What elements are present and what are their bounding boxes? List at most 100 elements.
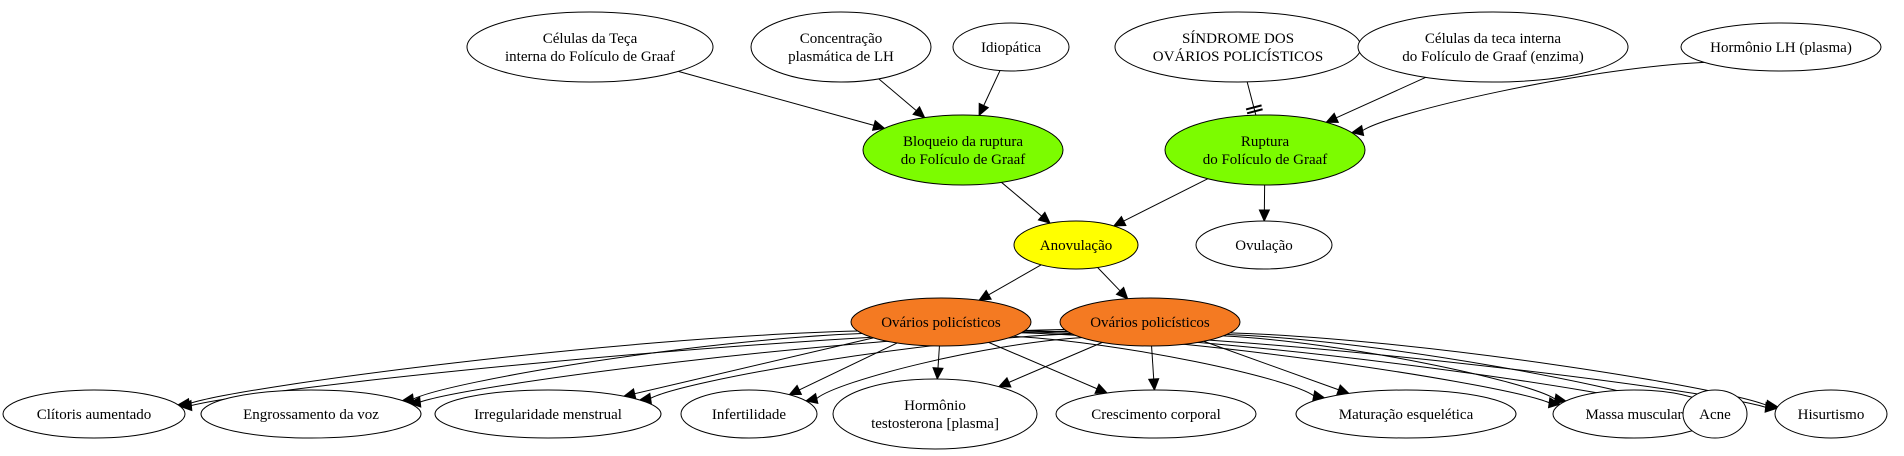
node-acne: Acne — [1682, 389, 1748, 439]
node-infertilidade: Infertilidade — [680, 389, 818, 439]
edge-bloqueio-to-anovulacao — [1001, 181, 1051, 224]
arrowhead-icon — [912, 105, 926, 119]
node-label: Hisurtismo — [1798, 407, 1865, 423]
arrowhead-icon — [1325, 112, 1340, 123]
edge-line — [799, 342, 898, 391]
node-label: Ruptura — [1241, 134, 1290, 150]
node-anovulacao: Anovulação — [1013, 220, 1139, 270]
edge-sindrome-to-ruptura — [1245, 81, 1263, 116]
arrowhead-icon — [804, 392, 819, 404]
edge-line — [988, 264, 1042, 296]
node-label: Massa muscular — [1585, 407, 1682, 423]
node-ellipse — [832, 378, 1038, 450]
arrowhead-icon — [788, 384, 803, 396]
node-label: Bloqueio da ruptura — [903, 134, 1023, 150]
node-label: SÍNDROME DOS — [1182, 30, 1294, 47]
node-voz: Engrossamento da voz — [200, 389, 422, 439]
edge-line — [983, 70, 1001, 106]
edge-line — [188, 330, 858, 405]
arrowhead-icon — [1037, 211, 1051, 224]
edge-line — [1246, 81, 1257, 116]
node-ellipse — [680, 389, 818, 439]
node-hirsutismo: Hisurtismo — [1774, 389, 1888, 439]
arrowhead-icon — [997, 376, 1012, 388]
arrowhead-icon — [1258, 209, 1271, 223]
node-label: Crescimento corporal — [1091, 407, 1221, 423]
arrowhead-icon — [408, 396, 422, 408]
edge-line — [1336, 76, 1427, 119]
node-ellipse — [1195, 220, 1333, 270]
node-label: Anovulação — [1040, 238, 1112, 254]
edge-line — [413, 333, 863, 400]
node-label: plasmática de LH — [788, 49, 894, 65]
node-ellipse — [1114, 11, 1362, 83]
node-ellipse — [850, 297, 1032, 347]
edge-concentracao_lh-to-bloqueio — [878, 78, 926, 119]
edge-ovarios1-to-infertilidade — [788, 342, 898, 396]
edge-ovarios1-to-crescimento — [988, 341, 1109, 394]
edge-ruptura-to-ovulacao — [1258, 184, 1271, 223]
node-label: interna do Folículo de Graaf — [505, 49, 675, 65]
edge-ruptura-to-anovulacao — [1112, 178, 1209, 227]
edge-line — [1001, 181, 1042, 217]
node-label: Concentração — [800, 31, 882, 47]
node-label: do Folículo de Graaf — [901, 152, 1026, 168]
node-hormonio_lh: Hormônio LH (plasma) — [1680, 22, 1882, 72]
edge-ovarios1-to-irregularidade — [622, 337, 874, 400]
edge-line — [988, 341, 1098, 390]
node-label: Células da teca interna — [1425, 31, 1562, 47]
edge-line — [1151, 345, 1155, 380]
edge-line — [1013, 335, 1315, 397]
node-ellipse — [952, 22, 1070, 72]
tee-bar-icon — [1245, 104, 1262, 111]
node-ellipse — [862, 114, 1064, 186]
edge-anovulacao-to-ovarios2 — [1097, 267, 1129, 300]
node-ellipse — [750, 11, 932, 83]
node-ellipse — [2, 389, 186, 439]
edge-line — [678, 70, 875, 126]
arrowhead-icon — [978, 102, 990, 117]
node-ellipse — [1013, 220, 1139, 270]
edge-ovarios1-to-testosterona — [932, 345, 944, 381]
node-label: Maturação esquelética — [1339, 407, 1474, 423]
node-label: Hormônio LH (plasma) — [1710, 40, 1852, 56]
node-label: Hormônio — [904, 398, 966, 414]
arrowhead-icon — [179, 399, 193, 412]
node-label: Engrossamento da voz — [243, 407, 379, 423]
node-label: Acne — [1699, 407, 1731, 423]
arrowhead-icon — [1765, 399, 1779, 411]
node-ellipse — [1164, 114, 1366, 186]
arrowhead-icon — [1112, 215, 1127, 227]
node-ellipse — [1774, 389, 1888, 439]
node-label: Ovários policísticos — [881, 315, 1001, 331]
node-ovarios2: Ovários policísticos — [1059, 297, 1241, 347]
edge-line — [1123, 178, 1209, 222]
edge-line — [1203, 340, 1339, 391]
arrowhead-icon — [932, 367, 944, 381]
edge-anovulacao-to-ovarios1 — [978, 264, 1042, 301]
edge-line — [1008, 341, 1103, 383]
node-ellipse — [1055, 389, 1257, 439]
node-label: Irregularidade menstrual — [474, 407, 622, 423]
edge-ovarios2-to-massa — [1223, 335, 1568, 405]
node-label: do Folículo de Graaf — [1203, 152, 1328, 168]
node-label: Idiopática — [981, 40, 1041, 56]
node-label: Infertilidade — [712, 407, 786, 423]
edge-celulas_teca-to-bloqueio — [678, 70, 886, 131]
edge-line — [1223, 335, 1556, 400]
tee-bar-icon — [1246, 108, 1263, 115]
node-irregularidade: Irregularidade menstrual — [434, 389, 662, 439]
node-ellipse — [1357, 11, 1629, 83]
edge-line — [878, 78, 917, 111]
node-label: OVÁRIOS POLICÍSTICOS — [1153, 48, 1323, 65]
edge-hormonio_lh-to-ruptura — [1350, 61, 1705, 137]
node-crescimento: Crescimento corporal — [1055, 389, 1257, 439]
node-bloqueio: Bloqueio da ruptura do Folículo de Graaf — [862, 114, 1064, 186]
edge-ovarios2-to-testosterona — [997, 341, 1103, 388]
edge-line — [1097, 267, 1121, 292]
